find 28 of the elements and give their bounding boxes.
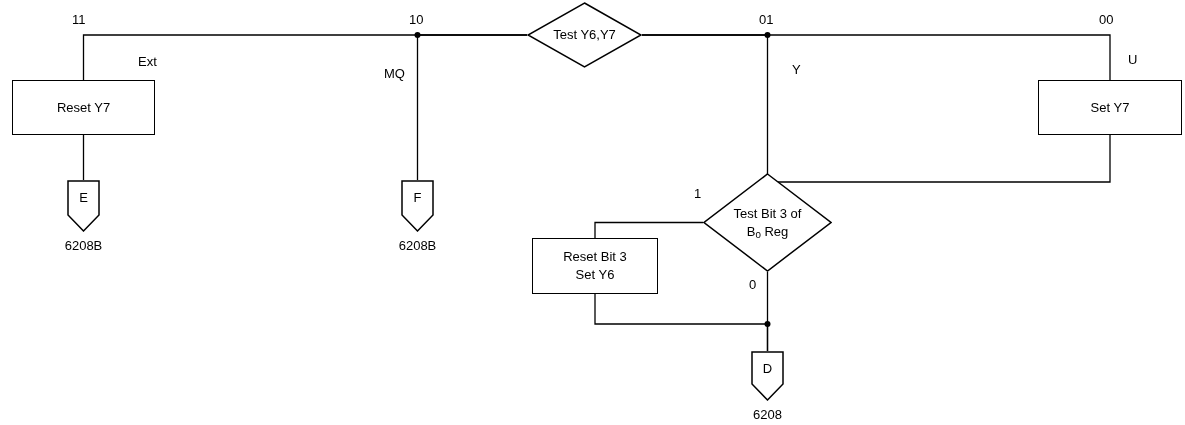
node-text: Set Y7 <box>1089 98 1131 117</box>
node-text: Test Y6,Y7 <box>552 26 617 44</box>
connector-line <box>82 134 85 181</box>
node-text: Reset Bit 3 Set Y6 <box>562 248 628 284</box>
connector-line <box>416 34 528 181</box>
node-text: Test Bit 3 of B$_{0}$ Reg <box>732 204 803 241</box>
decision-diamond <box>703 173 832 272</box>
process-box <box>532 238 658 294</box>
connector-line <box>641 34 1111 81</box>
connector-line <box>594 221 704 239</box>
node-text: D <box>762 360 773 378</box>
branch-label: MQ <box>384 66 405 82</box>
page-reference: 6208B <box>397 237 438 255</box>
process-box <box>12 80 155 135</box>
off-page-connector <box>751 351 784 401</box>
branch-label: U <box>1128 52 1138 68</box>
branch-label: Ext <box>138 54 157 70</box>
node-text: E <box>79 189 88 207</box>
node-text: Reset Y7 <box>55 98 112 117</box>
connector-line <box>594 293 769 352</box>
page-reference: 6208B <box>63 237 104 255</box>
off-page-connector <box>67 180 100 232</box>
node-text: F <box>413 189 422 207</box>
decision-diamond <box>527 2 642 68</box>
page-reference: 6208 <box>752 406 783 424</box>
branch-label: Y <box>792 62 801 78</box>
process-box <box>1038 80 1182 135</box>
off-page-connector <box>401 180 434 232</box>
